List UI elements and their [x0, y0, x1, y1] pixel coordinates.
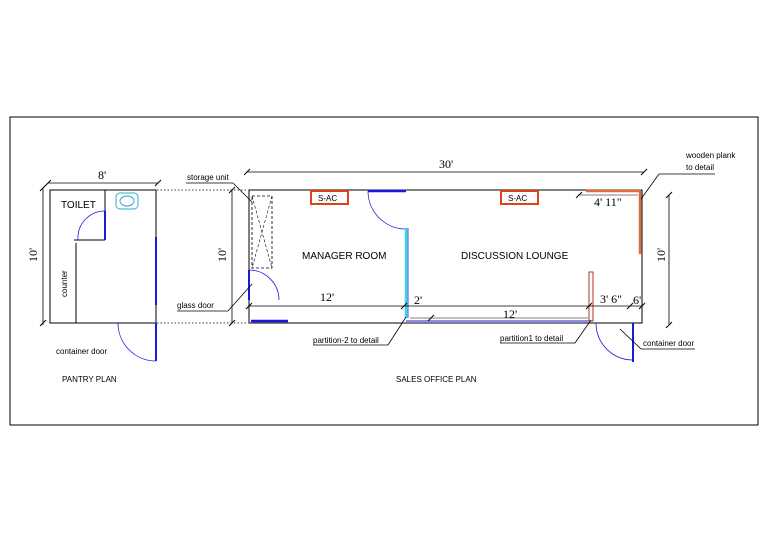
lounge-dim-tick-l	[427, 314, 435, 322]
partition1-leader-d	[574, 319, 592, 344]
office-container-door-callout: container door	[643, 339, 694, 348]
office-depth-left-tick-t	[228, 186, 236, 194]
manager-door-swing	[367, 190, 407, 230]
office-depth-right-label: 10'	[654, 248, 668, 262]
toilet-door-swing	[77, 210, 106, 241]
toilet-label: TOILET	[61, 200, 96, 211]
callouts: storage unit glass door partition-2 to d…	[177, 151, 736, 350]
pantry-plan: 8' 10' TOILET counter container door PAN…	[26, 168, 162, 384]
sheet-border	[9, 116, 759, 426]
ac-unit-right-label: S-AC	[508, 194, 527, 203]
total-length-label: 30'	[439, 157, 453, 171]
partition2-leader-d	[387, 316, 407, 346]
counter-label: counter	[60, 270, 69, 297]
inner-dim-tick-2	[585, 302, 593, 310]
right-part-2-label: 6'	[633, 293, 641, 307]
corridor-width-label: 2'	[414, 293, 422, 307]
total-length-tick-l	[243, 168, 251, 176]
pantry-depth-dim-tick-b	[39, 319, 47, 327]
pantry-depth-dim-tick-t	[39, 184, 47, 192]
glass-door-swing	[248, 269, 280, 301]
wooden-plank-callout-line2: to detail	[686, 163, 714, 172]
wooden-plank-callout-line1: wooden plank	[685, 151, 736, 160]
ac-unit-left-label: S-AC	[318, 194, 337, 203]
office-depth-left-label: 10'	[215, 248, 229, 262]
lounge-width-label: 12'	[503, 307, 517, 321]
office-container-door-leader-d	[619, 328, 642, 350]
discussion-lounge-label: DISCUSSION LOUNGE	[461, 251, 569, 262]
manager-width-label: 12'	[320, 290, 334, 304]
total-length-tick-r	[640, 168, 648, 176]
pantry-depth-label: 10'	[26, 248, 40, 262]
office-outline	[248, 189, 643, 324]
pantry-width-label: 8'	[98, 168, 106, 182]
sales-office-plan-title: SALES OFFICE PLAN	[396, 375, 477, 384]
ac-unit-left	[310, 190, 349, 205]
storage-unit-callout: storage unit	[187, 173, 230, 182]
pantry-width-dim-tick-r	[154, 179, 162, 187]
office-depth-left-tick-b	[228, 319, 236, 327]
inner-dim-tick-0	[245, 302, 253, 310]
pantry-container-door-swing	[117, 322, 157, 362]
glass-door-leader-d	[227, 283, 253, 312]
wash-basin-bowl	[119, 195, 135, 207]
office-container-door-swing	[595, 322, 634, 361]
manager-room-label: MANAGER ROOM	[302, 251, 386, 262]
partition-1	[588, 271, 594, 322]
pantry-container-door-label: container door	[56, 347, 107, 356]
pantry-plan-title: PANTRY PLAN	[62, 375, 117, 384]
office-depth-right-tick-t	[665, 191, 673, 199]
wooden-plank-leader-d	[640, 173, 660, 200]
partition2-callout: partition-2 to detail	[313, 336, 379, 345]
plank-width-label: 4' 11"	[594, 195, 622, 209]
inner-dim-tick-3	[626, 302, 634, 310]
inner-dim-tick-4	[638, 302, 646, 310]
inner-dim-tick-1	[400, 302, 408, 310]
plank-dim-tick	[575, 191, 583, 199]
ac-unit-right	[500, 190, 539, 205]
partition1-callout: partition1 to detail	[500, 334, 563, 343]
storage-unit	[251, 195, 273, 269]
office-depth-right-tick-b	[665, 321, 673, 329]
right-part-1-label: 3' 6"	[600, 292, 622, 306]
sales-office-plan: S-AC S-AC 30' 10' 10' 12' 2' 12' 3' 6" 6…	[215, 157, 673, 384]
glass-door-callout: glass door	[177, 301, 214, 310]
wash-basin	[115, 192, 139, 210]
storage-unit-leader-d	[232, 182, 253, 203]
storage-unit-cross-2	[251, 195, 273, 269]
